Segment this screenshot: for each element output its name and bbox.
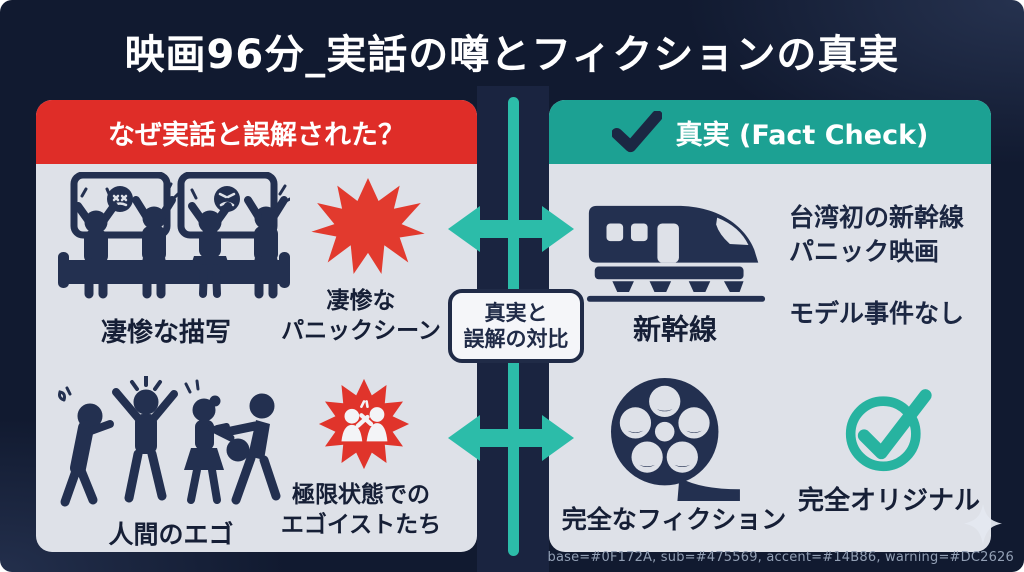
egoist-caption: 極限状態での エゴイストたち xyxy=(241,480,481,541)
fact-panel: 真実 (Fact Check) xyxy=(549,100,991,552)
fact-panel-header: 真実 (Fact Check) xyxy=(549,100,991,164)
misconception-panel: なぜ実話と誤解された？ xyxy=(36,100,477,552)
check-icon xyxy=(611,111,662,153)
misconception-panel-header: なぜ実話と誤解された？ xyxy=(36,100,477,164)
bullet-train-icon xyxy=(583,188,769,304)
fiction-caption: 完全なフィクション xyxy=(561,505,787,534)
arguing-crowd-icon xyxy=(50,376,296,512)
palette-note: base=#0F172A, sub=#475569, accent=#14B86… xyxy=(547,550,1014,565)
page-title: 映画96分_実話の噂とフィクションの真実 xyxy=(124,32,900,78)
panic-caption-line2: パニックシーン xyxy=(281,318,441,345)
panic-caption: 凄惨な パニックシーン xyxy=(241,286,481,347)
misconception-header-label: なぜ実話と誤解された？ xyxy=(108,119,405,151)
explosion-burst-icon xyxy=(308,178,428,274)
fact-note-line1: 台湾初の新幹線 xyxy=(789,203,965,232)
fact-note-line2: パニック映画 xyxy=(789,237,940,266)
panicking-audience-icon xyxy=(58,172,290,308)
comparison-label-line1: 真実と xyxy=(484,300,548,325)
train-caption: 新幹線 xyxy=(632,313,717,346)
conflict-burst-icon xyxy=(312,372,416,476)
gore-caption: 凄惨な描写 xyxy=(100,318,231,348)
ego-caption: 人間のエゴ xyxy=(108,520,234,549)
comparison-label: 真実と 誤解の対比 xyxy=(448,289,584,363)
original-caption: 完全オリジナル xyxy=(797,486,980,516)
egoist-caption-line2: エゴイストたち xyxy=(280,512,442,539)
panic-caption-line1: 凄惨な xyxy=(326,288,396,314)
fact-note-line3: モデル事件なし xyxy=(789,299,965,328)
sparkle-icon xyxy=(964,504,1002,546)
comparison-label-line2: 誤解の対比 xyxy=(463,327,569,351)
double-arrow-icon xyxy=(448,203,574,255)
check-circle-icon xyxy=(841,382,937,474)
double-arrow-icon xyxy=(448,412,574,464)
film-reel-icon xyxy=(603,376,745,502)
egoist-caption-line1: 極限状態での xyxy=(292,482,430,508)
fact-header-label: 真実 (Fact Check) xyxy=(675,119,929,151)
